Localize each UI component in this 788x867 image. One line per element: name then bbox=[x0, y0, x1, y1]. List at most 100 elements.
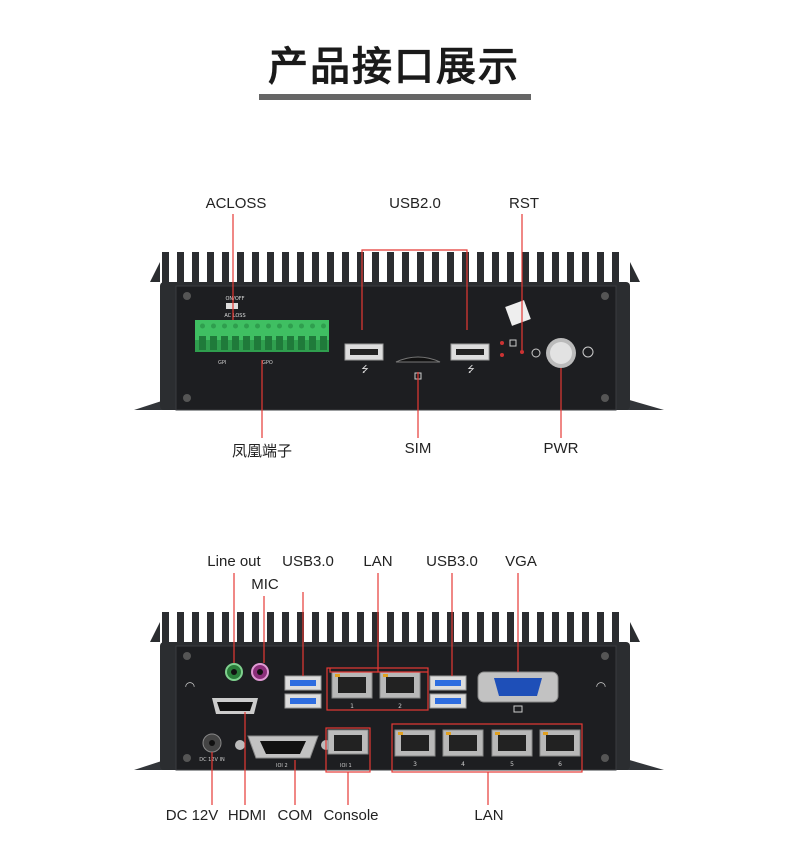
com2-mark: IOI 2 bbox=[276, 763, 288, 769]
terminal-pin bbox=[254, 336, 261, 350]
heatsink-fin bbox=[162, 612, 169, 644]
lan-led bbox=[543, 732, 548, 735]
lan-number: 1 bbox=[350, 703, 354, 710]
heatsink-fin bbox=[507, 612, 514, 644]
com1-mark: IOI 1 bbox=[340, 763, 352, 769]
sim-label: SIM bbox=[404, 440, 432, 457]
terminal-screw bbox=[200, 323, 205, 329]
heatsink-fin bbox=[372, 612, 379, 644]
lan-led bbox=[495, 732, 500, 735]
usb3-label-left: USB3.0 bbox=[282, 553, 334, 570]
terminal-label: 凤凰端子 bbox=[231, 443, 293, 460]
heatsink-fin bbox=[552, 252, 559, 284]
lan-led bbox=[383, 674, 388, 677]
acloss-label: ACLOSS bbox=[205, 195, 267, 212]
heatsink-fin bbox=[522, 612, 529, 644]
heatsink-fin bbox=[342, 252, 349, 284]
heatsink-fin bbox=[282, 612, 289, 644]
heatsink-fin bbox=[582, 612, 589, 644]
ac-loss-mark: AC LOSS bbox=[224, 313, 245, 319]
console-label: Console bbox=[323, 807, 379, 824]
dc-in-mark: DC 12V IN bbox=[199, 757, 225, 763]
heatsink-fin bbox=[267, 612, 274, 644]
heatsink-fin bbox=[207, 252, 214, 284]
terminal-pin bbox=[210, 336, 217, 350]
heatsink-fin bbox=[207, 612, 214, 644]
lan-led bbox=[398, 732, 403, 735]
mic-label: MIC bbox=[251, 576, 279, 593]
title-underline bbox=[259, 94, 531, 100]
terminal-screw bbox=[299, 323, 304, 329]
terminal-pin bbox=[243, 336, 250, 350]
heatsink-fin bbox=[507, 252, 514, 284]
terminal-pin bbox=[221, 336, 228, 350]
lan-socket bbox=[401, 735, 429, 751]
heatsink-fin bbox=[402, 612, 409, 644]
heatsink-fin bbox=[612, 252, 619, 284]
lan-socket bbox=[386, 677, 414, 693]
heatsink-fin bbox=[252, 612, 259, 644]
lan-number: 4 bbox=[461, 761, 465, 768]
wifi-icon: ◠ bbox=[596, 679, 606, 693]
rst-label: RST bbox=[509, 195, 539, 212]
heatsink-fin bbox=[252, 252, 259, 284]
heatsink-fin bbox=[432, 612, 439, 644]
heatsink-fin bbox=[492, 612, 499, 644]
usb2-label: USB2.0 bbox=[389, 195, 441, 212]
heatsink-fin bbox=[447, 612, 454, 644]
usb3-label-right: USB3.0 bbox=[426, 553, 478, 570]
heatsink-fin bbox=[237, 612, 244, 644]
line-out-label: Line out bbox=[207, 553, 261, 570]
lan-led bbox=[335, 674, 340, 677]
heatsink-fin bbox=[327, 612, 334, 644]
heatsink-fin bbox=[177, 612, 184, 644]
heatsink-fin bbox=[477, 252, 484, 284]
heatsink-fin bbox=[612, 612, 619, 644]
lan-led bbox=[446, 732, 451, 735]
vga-label: VGA bbox=[505, 553, 537, 570]
terminal-pin bbox=[320, 336, 327, 350]
heatsink-fin bbox=[357, 612, 364, 644]
heatsink-fin bbox=[192, 252, 199, 284]
heatsink-fin bbox=[327, 252, 334, 284]
heatsink-fin bbox=[567, 612, 574, 644]
terminal-pin bbox=[298, 336, 305, 350]
gpo-mark: GPO bbox=[262, 360, 273, 366]
terminal-pin bbox=[309, 336, 316, 350]
lan-socket bbox=[449, 735, 477, 751]
usb-icon: ⭍ bbox=[361, 364, 369, 374]
lan-socket bbox=[498, 735, 526, 751]
wifi-icon: ◠ bbox=[185, 679, 195, 693]
terminal-pin bbox=[287, 336, 294, 350]
heatsink-fins-rear bbox=[150, 612, 640, 644]
lan-socket bbox=[546, 735, 574, 751]
heatsink-fin bbox=[237, 252, 244, 284]
heatsink-fin bbox=[597, 252, 604, 284]
heatsink-fin bbox=[297, 612, 304, 644]
heatsink-fin bbox=[267, 252, 274, 284]
heatsink-fin bbox=[552, 612, 559, 644]
lan-number: 5 bbox=[510, 761, 514, 768]
com-label: COM bbox=[277, 807, 313, 824]
heatsink-fin bbox=[597, 612, 604, 644]
heatsink-fin bbox=[192, 612, 199, 644]
heatsink-fin bbox=[312, 252, 319, 284]
heatsink-fin bbox=[492, 252, 499, 284]
heatsink-fin bbox=[582, 252, 589, 284]
pwr-label: PWR bbox=[543, 440, 579, 457]
terminal-screw bbox=[288, 323, 293, 329]
gpi-mark: GPI bbox=[218, 360, 226, 366]
terminal-pin bbox=[265, 336, 272, 350]
heatsink-fin bbox=[387, 612, 394, 644]
lan-label-top: LAN bbox=[363, 553, 393, 570]
page-title: 产品接口展示 bbox=[268, 44, 520, 90]
heatsink-fin bbox=[312, 612, 319, 644]
terminal-pin bbox=[232, 336, 239, 350]
heatsink-fin bbox=[177, 252, 184, 284]
heatsink-fin bbox=[162, 252, 169, 284]
lan-number: 2 bbox=[398, 703, 402, 710]
heatsink-fin bbox=[282, 252, 289, 284]
heatsink-fin bbox=[537, 612, 544, 644]
phoenix-terminal-block bbox=[195, 320, 329, 352]
